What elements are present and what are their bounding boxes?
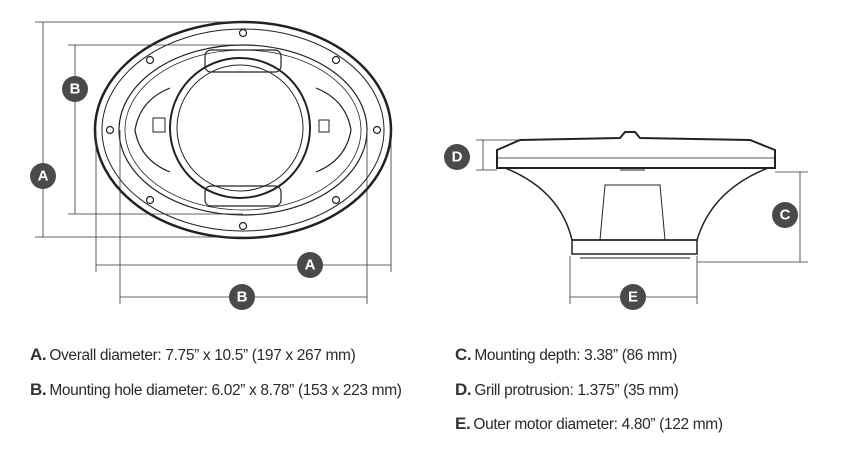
spec-overall-diameter: A.Overall diameter: 7.75” x 10.5” (197 x…	[30, 345, 356, 365]
badge-d: D	[444, 144, 470, 170]
spec-text: Grill protrusion: 1.375” (35 mm)	[474, 382, 679, 399]
spec-letter: C.	[455, 345, 472, 364]
spec-grill-protrusion: D.Grill protrusion: 1.375” (35 mm)	[455, 380, 679, 400]
front-dimension-lines	[35, 21, 392, 304]
svg-text:A: A	[38, 168, 49, 185]
svg-text:C: C	[780, 207, 791, 224]
svg-text:A: A	[305, 257, 316, 274]
spec-text: Mounting hole diameter: 6.02” x 8.78” (1…	[49, 382, 402, 399]
spec-letter: E.	[455, 414, 471, 433]
badge-b-vertical: B	[62, 76, 88, 102]
badge-a-vertical: A	[30, 163, 56, 189]
svg-text:D: D	[452, 149, 463, 166]
side-dimension-lines	[476, 139, 808, 304]
badge-c: C	[772, 202, 798, 228]
side-view	[496, 131, 776, 259]
spec-letter: A.	[30, 345, 47, 364]
spec-text: Mounting depth: 3.38” (86 mm)	[474, 347, 677, 364]
badge-a-horizontal: A	[297, 252, 323, 278]
spec-text: Overall diameter: 7.75” x 10.5” (197 x 2…	[49, 347, 356, 364]
spec-mounting-depth: C.Mounting depth: 3.38” (86 mm)	[455, 345, 677, 365]
front-view	[93, 20, 393, 240]
spec-mounting-hole-diameter: B.Mounting hole diameter: 6.02” x 8.78” …	[30, 380, 402, 400]
svg-text:B: B	[237, 289, 248, 306]
svg-text:B: B	[70, 81, 81, 98]
badge-b-horizontal: B	[229, 284, 255, 310]
spec-letter: B.	[30, 380, 47, 399]
spec-text: Outer motor diameter: 4.80” (122 mm)	[473, 416, 723, 433]
svg-text:E: E	[628, 289, 638, 306]
spec-letter: D.	[455, 380, 472, 399]
spec-outer-motor-diameter: E.Outer motor diameter: 4.80” (122 mm)	[455, 414, 723, 434]
badge-e: E	[620, 284, 646, 310]
